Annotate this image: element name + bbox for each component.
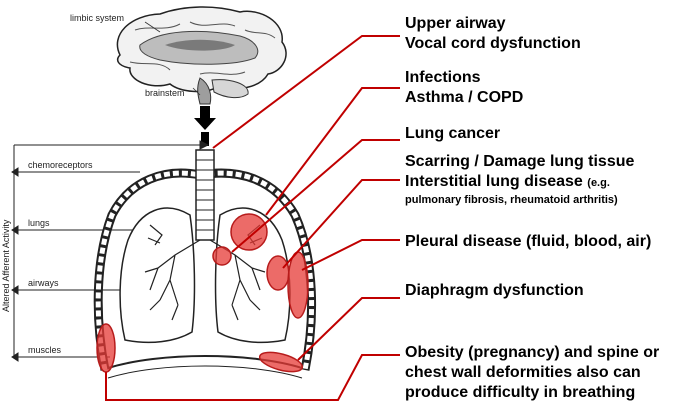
callout-lung-cancer: Lung cancer <box>405 124 500 144</box>
lung-cancer-text: Lung cancer <box>405 124 500 144</box>
eg-text: (e.g. <box>587 177 610 189</box>
altered-afferent-activity-label: Altered Afferent Activity <box>1 220 11 312</box>
vocal-cord-text: Vocal cord dysfunction <box>405 34 581 54</box>
chest-wall-deformities-text: chest wall deformities also can <box>405 363 659 383</box>
callout-pleural: Pleural disease (fluid, blood, air) <box>405 232 651 252</box>
brain-illustration <box>117 7 286 104</box>
lungs-label: lungs <box>28 218 50 228</box>
asthma-copd-text: Asthma / COPD <box>405 88 523 108</box>
highlight-lung-cancer <box>231 214 267 250</box>
trachea <box>196 150 214 240</box>
callout-line-pleural <box>302 240 400 270</box>
callout-scarring: Scarring / Damage lung tissue Interstiti… <box>405 152 634 207</box>
interstitial-text-row: Interstitial lung disease (e.g. <box>405 172 634 193</box>
highlight-pleura <box>288 252 308 318</box>
highlight-bronchi <box>213 247 231 265</box>
callout-infections: Infections Asthma / COPD <box>405 68 523 108</box>
chemoreceptors-label: chemoreceptors <box>28 160 93 170</box>
highlight-interstitial <box>267 256 289 290</box>
difficulty-breathing-text: produce difficulty in breathing <box>405 383 659 403</box>
highlight-chest-wall <box>97 324 115 372</box>
scarring-text: Scarring / Damage lung tissue <box>405 152 634 172</box>
fibrosis-text: pulmonary fibrosis, rheumatoid arthritis… <box>405 193 634 207</box>
limbic-system-label: limbic system <box>70 13 124 23</box>
callout-upper-airway: Upper airway Vocal cord dysfunction <box>405 14 581 54</box>
callout-obesity: Obesity (pregnancy) and spine or chest w… <box>405 343 659 403</box>
pleural-text: Pleural disease (fluid, blood, air) <box>405 232 651 252</box>
airways-label: airways <box>28 278 59 288</box>
upper-airway-text: Upper airway <box>405 14 581 34</box>
infections-text: Infections <box>405 68 523 88</box>
obesity-text: Obesity (pregnancy) and spine or <box>405 343 659 363</box>
interstitial-text: Interstitial lung disease <box>405 173 583 190</box>
brainstem-label: brainstem <box>145 88 185 98</box>
callout-diaphragm: Diaphragm dysfunction <box>405 281 584 301</box>
efferent-arrow <box>194 106 216 146</box>
diaphragm-text: Diaphragm dysfunction <box>405 281 584 301</box>
muscles-label: muscles <box>28 345 61 355</box>
highlight-diaphragm <box>258 349 305 376</box>
callout-line-obesity <box>106 355 400 400</box>
